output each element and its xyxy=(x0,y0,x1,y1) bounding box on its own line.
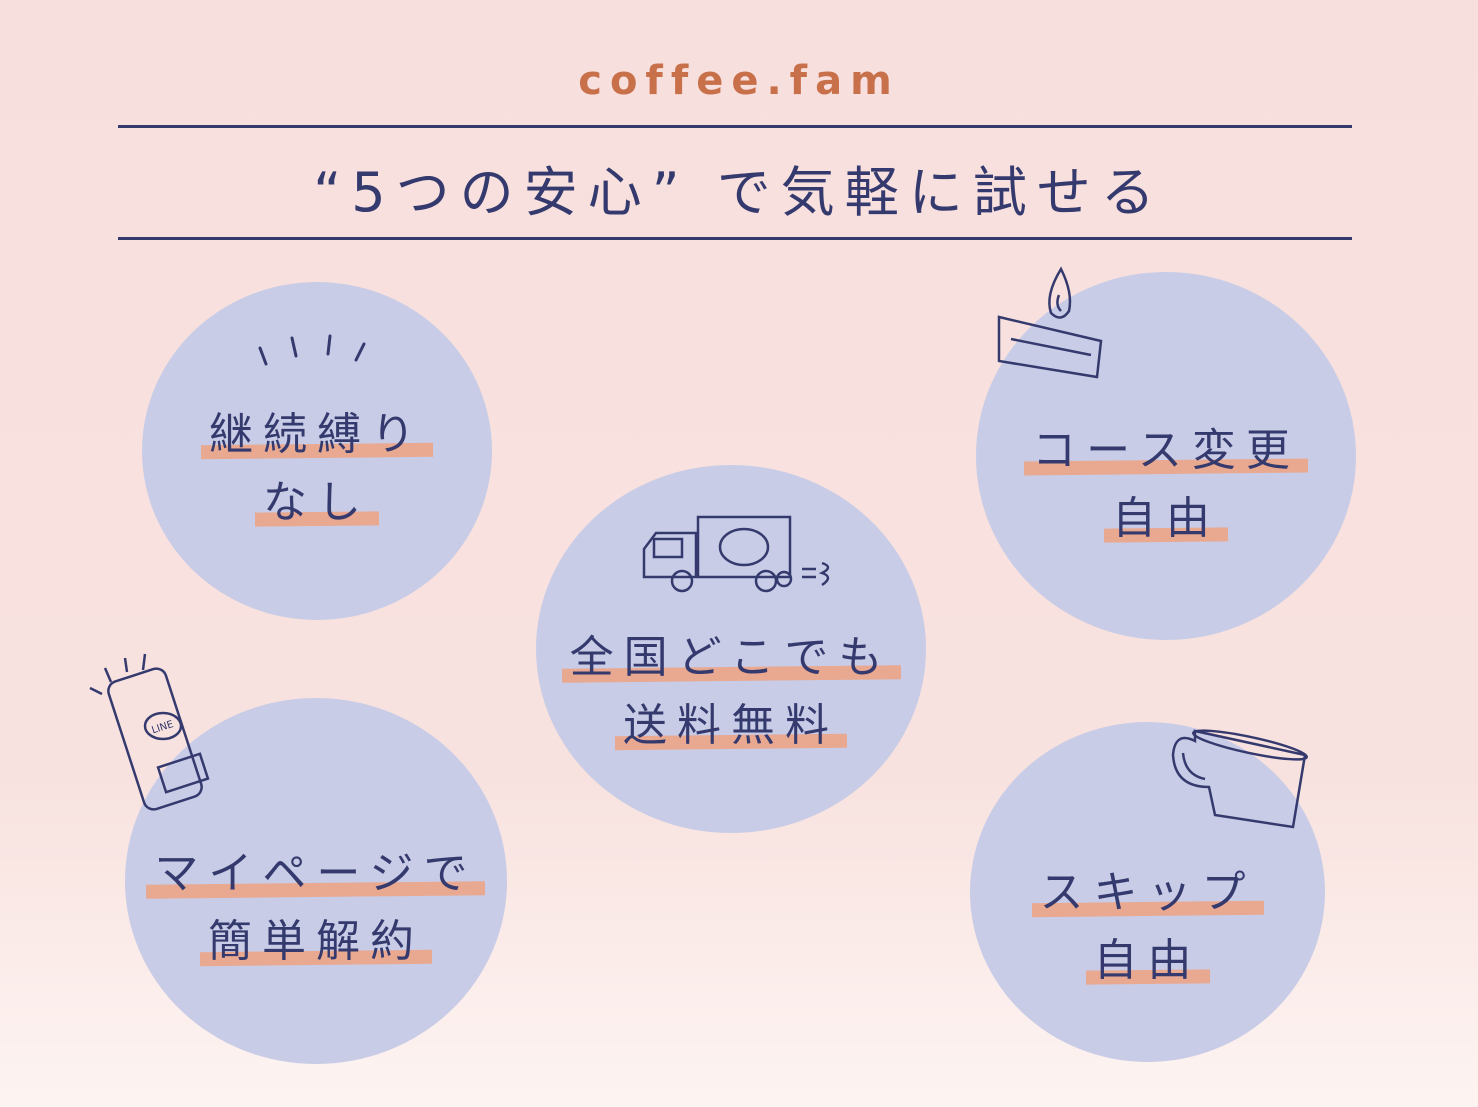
feature-line: 送料無料 xyxy=(615,689,847,753)
feature-line: スキップ xyxy=(1032,856,1264,920)
mug-icon xyxy=(1171,729,1309,829)
feature-course-change: コース変更 自由 xyxy=(976,272,1356,640)
feature-easy-cancel: マイページで 簡単解約 xyxy=(125,698,507,1064)
feature-line: 全国どこでも xyxy=(562,621,901,685)
feature-line: 自由 xyxy=(1104,482,1228,546)
feature-line: マイページで xyxy=(146,837,485,901)
page-title: “5つの安心” で気軽に試せる xyxy=(313,161,1165,224)
delivery-truck-icon xyxy=(642,515,830,593)
svg-text:LINE: LINE xyxy=(150,719,175,736)
divider-top xyxy=(118,125,1352,128)
brand-logo: coffee.fam xyxy=(578,58,900,104)
feature-no-contract: 継続縛り なし xyxy=(142,282,492,620)
feature-free-shipping: 全国どこでも 送料無料 xyxy=(536,465,926,833)
feature-skip: スキップ 自由 xyxy=(970,722,1325,1062)
feature-line: 自由 xyxy=(1086,924,1210,988)
sparkle-lines-icon xyxy=(258,334,366,366)
feature-line: 継続縛り xyxy=(201,398,433,462)
feature-line: なし xyxy=(255,466,379,530)
feature-line: 簡単解約 xyxy=(200,905,432,969)
smartphone-line-icon: LINE xyxy=(89,653,210,811)
feature-line: コース変更 xyxy=(1024,414,1308,478)
candle-icon xyxy=(997,266,1103,379)
divider-bottom xyxy=(118,237,1352,240)
